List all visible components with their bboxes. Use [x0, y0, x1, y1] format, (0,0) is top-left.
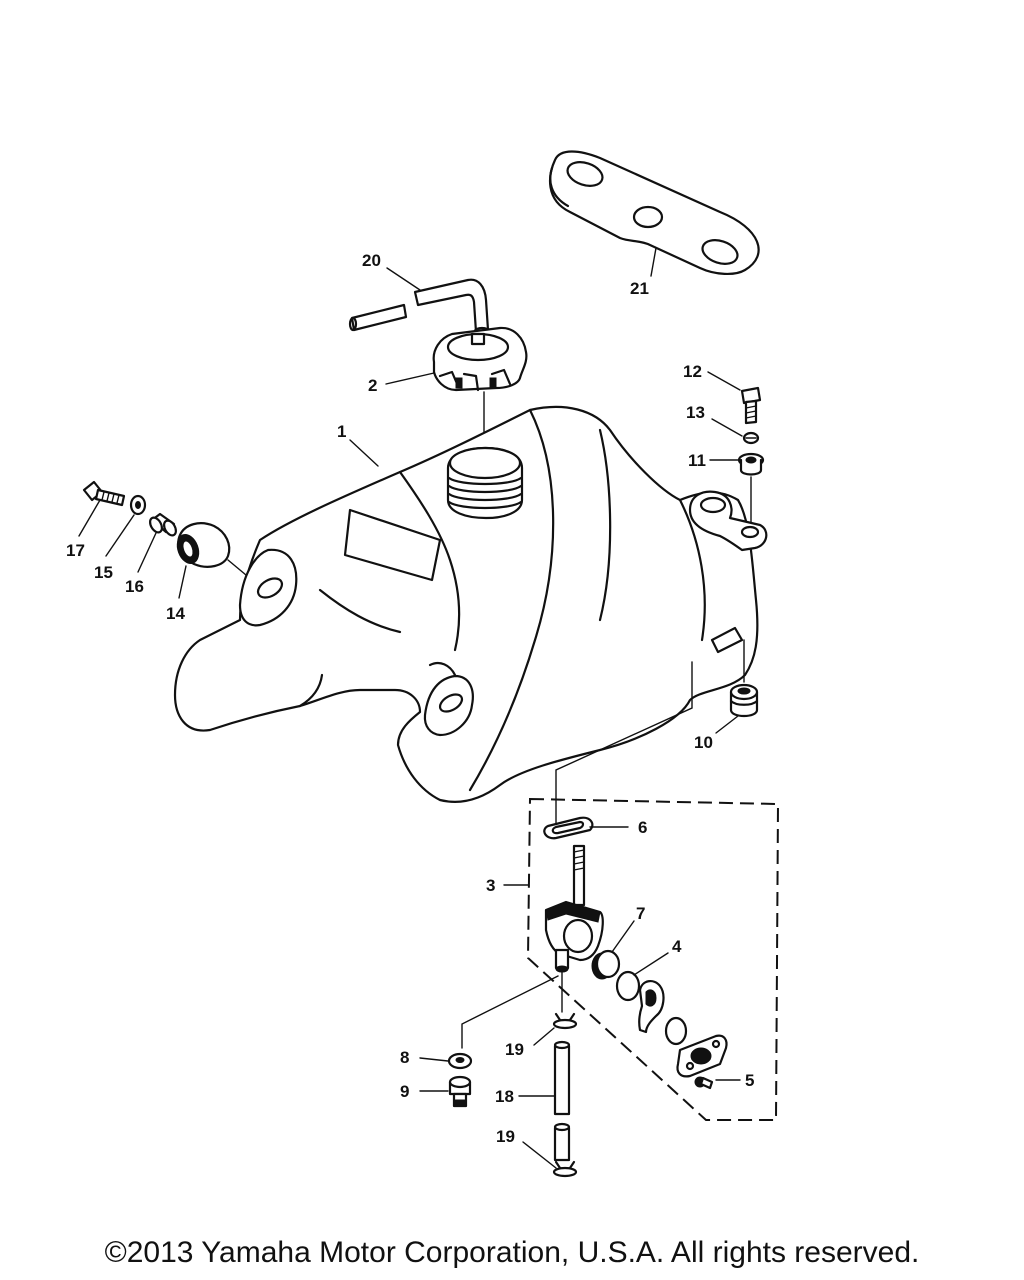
callout-12: 12	[683, 362, 702, 381]
part-21-plate	[549, 150, 760, 275]
fuel-cock-lever	[638, 980, 665, 1034]
fuel-cock-seal	[664, 1016, 688, 1046]
part-18-fuel-hose	[553, 1040, 571, 1162]
part-19-clip-upper	[552, 1012, 578, 1030]
fuel-cock-cover-plate	[676, 1034, 728, 1078]
callout-17: 17	[66, 541, 85, 560]
part-14-grommet	[176, 522, 231, 568]
part-1-fuel-tank	[173, 405, 768, 803]
part-3-fuel-cock-assembly-box	[526, 797, 780, 1121]
callout-10: 10	[694, 733, 713, 752]
callout-16: 16	[125, 577, 144, 596]
callout-13: 13	[686, 403, 705, 422]
part-13-washer	[742, 431, 760, 445]
callout-11: 11	[688, 451, 706, 470]
callout-4: 4	[672, 937, 682, 956]
part-16-collar	[149, 512, 177, 537]
callout-18: 18	[495, 1087, 514, 1106]
callout-3: 3	[486, 876, 495, 895]
callout-8: 8	[400, 1048, 409, 1067]
callout-2: 2	[368, 376, 377, 395]
callout-21: 21	[630, 279, 649, 298]
part-17-bolt	[82, 480, 126, 507]
part-11-collar	[737, 452, 765, 476]
part-20-breather-hose	[348, 278, 491, 336]
part-19-clip-lower	[552, 1160, 578, 1178]
part-5-screw	[694, 1076, 714, 1090]
part-6-gasket	[543, 816, 594, 840]
fuel-cock-body	[544, 844, 604, 973]
drain-assembly-line	[461, 975, 559, 1049]
part-2-fuel-cap	[432, 326, 528, 392]
callout-labels: 20 21 2 1 12 13 11 10 17 15 16 14 6 3 7 …	[66, 251, 754, 1146]
leader-lines	[78, 247, 743, 1169]
callout-5: 5	[745, 1071, 754, 1090]
callout-15: 15	[94, 563, 113, 582]
part-4-o-ring	[615, 970, 641, 1002]
callout-7: 7	[636, 904, 645, 923]
callout-20: 20	[362, 251, 381, 270]
callout-14: 14	[166, 604, 185, 623]
part-10-damper	[729, 683, 759, 718]
part-8-gasket	[447, 1052, 473, 1070]
callout-9: 9	[400, 1082, 409, 1101]
callout-19-upper: 19	[505, 1040, 524, 1059]
callout-19-lower: 19	[496, 1127, 515, 1146]
callout-6: 6	[638, 818, 647, 837]
fuel-cock-assembly-line	[555, 661, 693, 829]
grommet-assembly-line	[227, 559, 247, 576]
part-7-filter	[591, 949, 621, 980]
part-15-washer	[129, 494, 147, 516]
part-9-drain-bolt	[448, 1075, 472, 1108]
part-12-bolt	[740, 386, 762, 425]
filler-neck	[446, 446, 524, 520]
copyright-notice: ©2013 Yamaha Motor Corporation, U.S.A. A…	[104, 1236, 920, 1269]
callout-1: 1	[337, 422, 346, 441]
